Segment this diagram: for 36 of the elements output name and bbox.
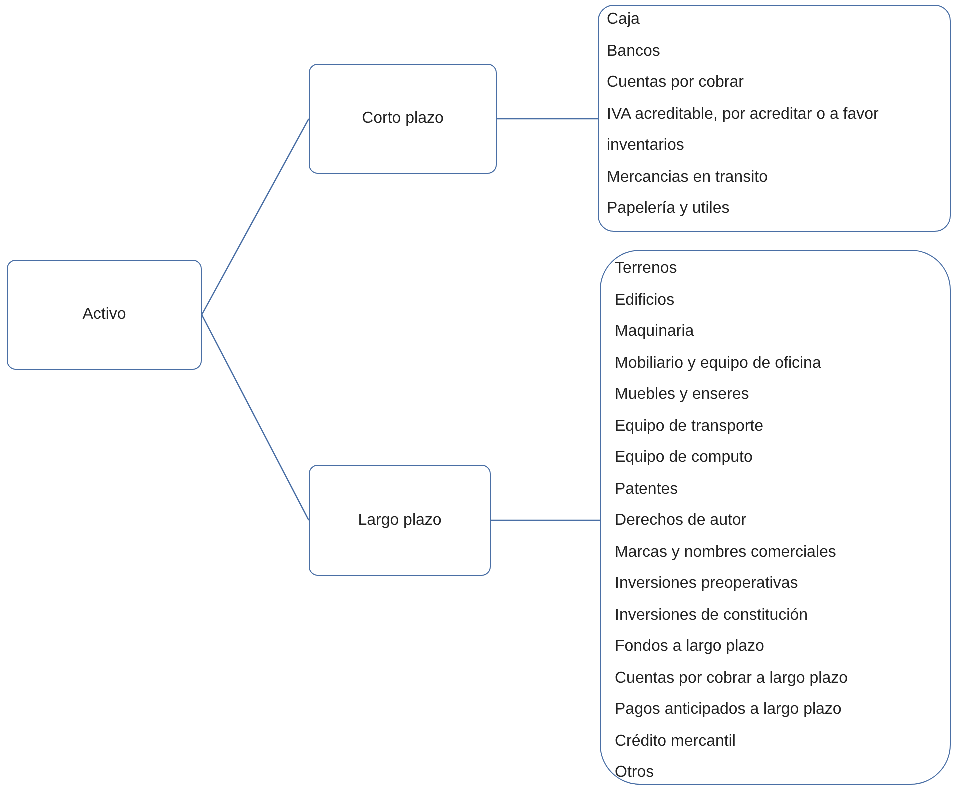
list-item: Mercancias en transito bbox=[607, 168, 768, 188]
list-item: Fondos a largo plazo bbox=[615, 637, 764, 657]
list-item: Equipo de transporte bbox=[615, 416, 764, 436]
list-item: IVA acreditable, por acreditar o a favor bbox=[607, 104, 879, 124]
rounded-box bbox=[309, 465, 491, 576]
list-item: Crédito mercantil bbox=[615, 732, 736, 752]
list-item: Maquinaria bbox=[615, 322, 694, 342]
list-item: inventarios bbox=[607, 136, 684, 156]
list-item: Inversiones de constitución bbox=[615, 606, 808, 626]
connector-line bbox=[201, 118, 310, 316]
list-item: Derechos de autor bbox=[615, 511, 747, 531]
rounded-box bbox=[309, 64, 497, 174]
list-item: Marcas y nombres comerciales bbox=[615, 542, 836, 562]
connector-line bbox=[497, 118, 598, 120]
list-item: Pagos anticipados a largo plazo bbox=[615, 700, 842, 720]
connector-line bbox=[201, 314, 310, 521]
list-item: Cuentas por cobrar a largo plazo bbox=[615, 668, 848, 688]
connector-line bbox=[491, 520, 600, 522]
list-item: Bancos bbox=[607, 42, 660, 62]
node-label: Activo bbox=[82, 306, 126, 324]
list-panel bbox=[598, 5, 951, 232]
list-item: Muebles y enseres bbox=[615, 385, 750, 405]
list-item: Patentes bbox=[615, 480, 678, 500]
list-item: Inversiones preoperativas bbox=[615, 574, 798, 594]
node-label: Largo plazo bbox=[358, 512, 442, 530]
list-item: Equipo de computo bbox=[615, 448, 753, 468]
list-item: Cuentas por cobrar bbox=[607, 73, 744, 93]
list-panel bbox=[600, 250, 951, 785]
list-item: Mobiliario y equipo de oficina bbox=[615, 354, 822, 374]
list-item: Terrenos bbox=[615, 259, 678, 279]
list-item: Papelería y utiles bbox=[607, 199, 730, 219]
rounded-box bbox=[7, 260, 202, 370]
list-item: Caja bbox=[607, 10, 640, 30]
node-label: Corto plazo bbox=[362, 110, 444, 128]
list-item: Edificios bbox=[615, 290, 675, 310]
list-item: Otros bbox=[615, 763, 654, 783]
